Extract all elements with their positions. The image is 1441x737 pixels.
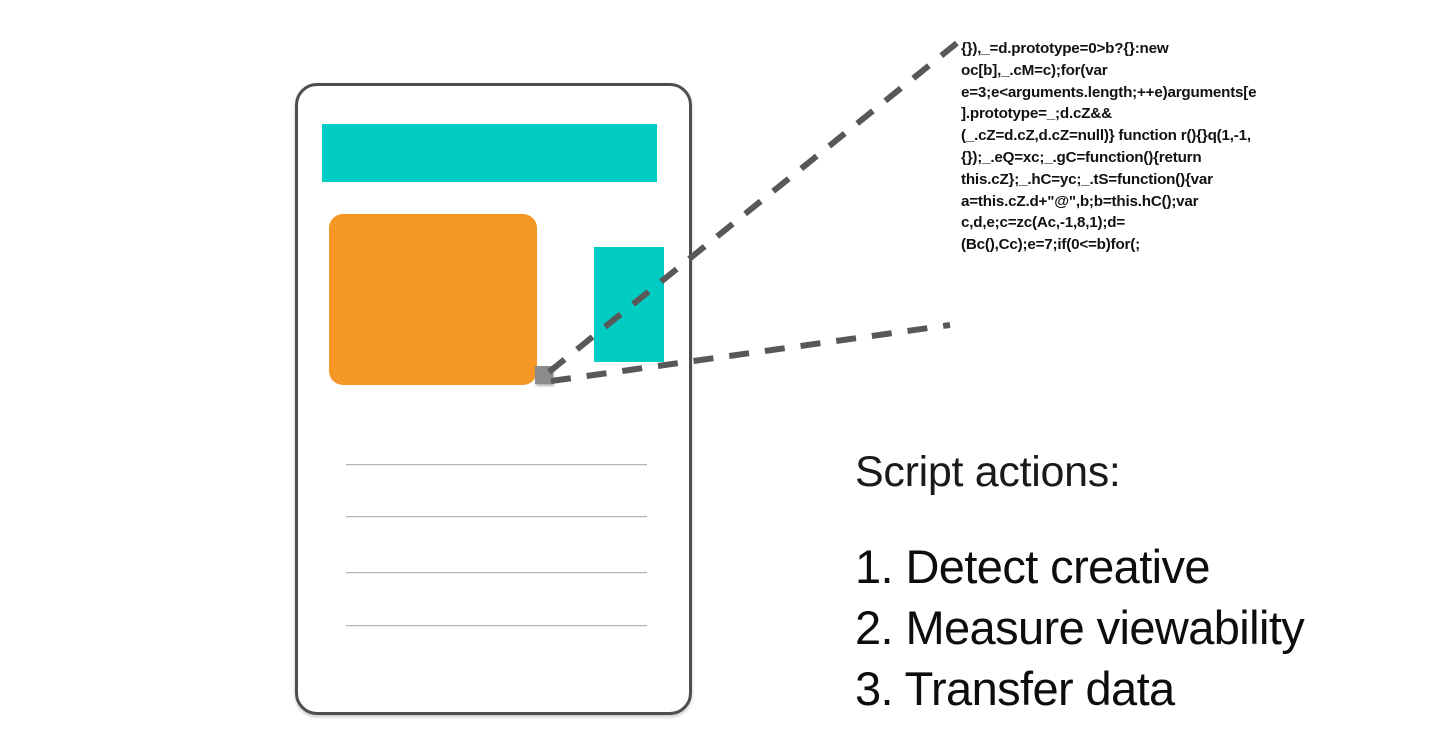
content-line [346,464,647,465]
content-line [346,625,647,626]
list-item-number: 3. [855,662,894,715]
list-item-label: Measure viewability [905,601,1305,654]
list-item-label: Detect creative [905,540,1210,593]
content-line [346,572,647,573]
script-actions-list: 1. Detect creative 2. Measure viewabilit… [855,536,1395,719]
list-item: 1. Detect creative [855,536,1395,597]
script-actions-block: Script actions: 1. Detect creative 2. Me… [855,446,1395,719]
list-item-number: 1. [855,540,894,593]
javascript-code-snippet: {}),_=d.prototype=0>b?{}:new oc[b],_.cM=… [961,40,1257,254]
list-item: 2. Measure viewability [855,597,1395,658]
list-item-number: 2. [855,601,894,654]
teal-banner-creative [322,124,657,182]
teal-side-creative [594,247,664,362]
script-actions-heading: Script actions: [855,448,1121,496]
orange-ad-creative [329,214,537,385]
measurement-pixel-marker [535,366,553,384]
list-item-label: Transfer data [904,662,1176,715]
content-line [346,516,647,517]
list-item: 3. Transfer data [855,658,1395,719]
